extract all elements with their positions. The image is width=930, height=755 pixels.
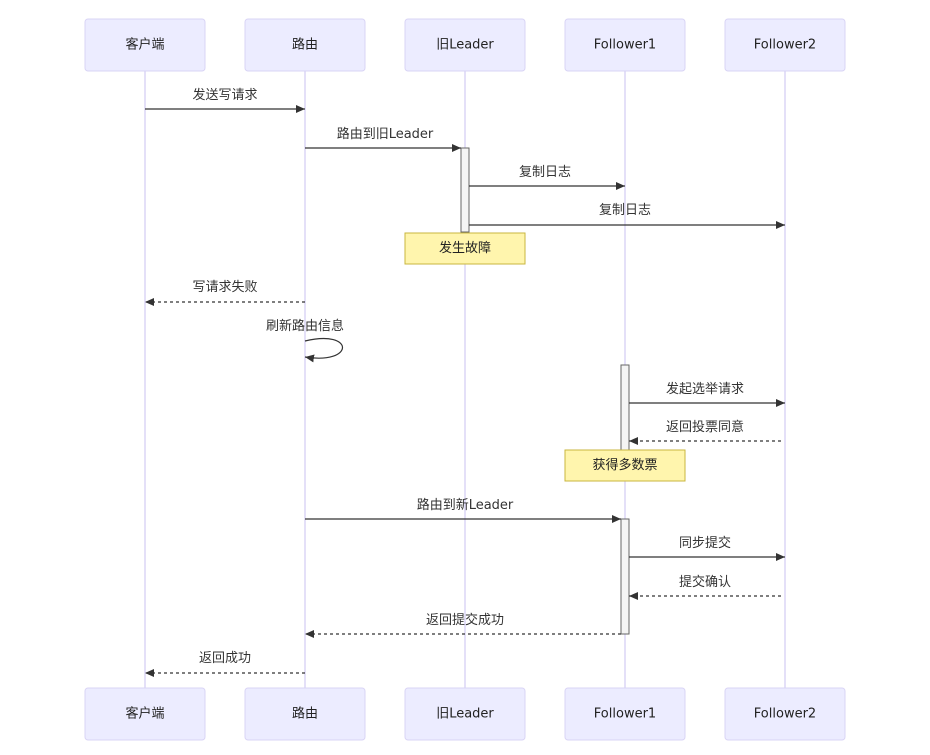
message-9: 路由到新Leader <box>305 497 621 523</box>
message-label: 写请求失败 <box>192 280 257 295</box>
actor-top-oldleader: 旧Leader <box>404 18 526 72</box>
actor-top-router: 路由 <box>244 18 366 72</box>
message-label: 复制日志 <box>519 165 571 180</box>
message-label: 复制日志 <box>599 203 651 218</box>
note-label: 获得多数票 <box>592 457 657 473</box>
message-3: 复制日志 <box>469 165 625 190</box>
activation-bar-f1 <box>620 364 630 451</box>
message-2: 路由到旧Leader <box>305 126 461 152</box>
actor-label: 客户端 <box>125 706 164 722</box>
note-label: 发生故障 <box>439 240 491 256</box>
message-12: 返回提交成功 <box>305 612 621 638</box>
message-label: 刷新路由信息 <box>266 318 344 334</box>
actor-bottom-oldleader: 旧Leader <box>404 687 526 741</box>
message-7: 发起选举请求 <box>629 381 785 407</box>
message-label: 路由到新Leader <box>417 497 514 513</box>
actor-label: Follower1 <box>594 707 656 722</box>
message-label: 提交确认 <box>679 574 731 590</box>
message-label: 发送写请求 <box>192 87 257 103</box>
actor-label: 旧Leader <box>436 707 494 722</box>
activation-bar-f1 <box>620 518 630 635</box>
message-8: 返回投票同意 <box>629 419 781 445</box>
actor-bottom-f2: Follower2 <box>724 687 846 741</box>
self-message-arrow <box>304 337 344 363</box>
note-f1: 获得多数票 <box>564 449 686 482</box>
message-5: 写请求失败 <box>145 280 305 306</box>
message-4: 复制日志 <box>469 203 785 229</box>
message-10: 同步提交 <box>629 535 785 561</box>
actor-bottom-f1: Follower1 <box>564 687 686 741</box>
message-label: 同步提交 <box>679 535 731 551</box>
actor-top-f1: Follower1 <box>564 18 686 72</box>
actor-top-f2: Follower2 <box>724 18 846 72</box>
actor-label: 路由 <box>292 706 318 722</box>
actor-label: Follower2 <box>754 38 816 53</box>
message-label: 发起选举请求 <box>666 381 744 397</box>
note-oldleader: 发生故障 <box>404 232 526 265</box>
actor-label: 旧Leader <box>436 38 494 53</box>
actor-label: 路由 <box>292 37 318 53</box>
activation-bar-oldleader <box>460 147 470 233</box>
message-label: 返回提交成功 <box>426 612 504 628</box>
actor-bottom-router: 路由 <box>244 687 366 741</box>
message-1: 发送写请求 <box>145 87 305 113</box>
message-6: 刷新路由信息 <box>266 318 344 363</box>
actor-label: Follower2 <box>754 707 816 722</box>
message-label: 路由到旧Leader <box>337 126 434 142</box>
actor-top-client: 客户端 <box>84 18 206 72</box>
actor-bottom-client: 客户端 <box>84 687 206 741</box>
message-label: 返回投票同意 <box>666 419 744 435</box>
message-13: 返回成功 <box>145 651 305 677</box>
actor-label: Follower1 <box>594 38 656 53</box>
message-11: 提交确认 <box>629 574 781 600</box>
message-label: 返回成功 <box>199 651 251 666</box>
actor-label: 客户端 <box>125 37 164 53</box>
